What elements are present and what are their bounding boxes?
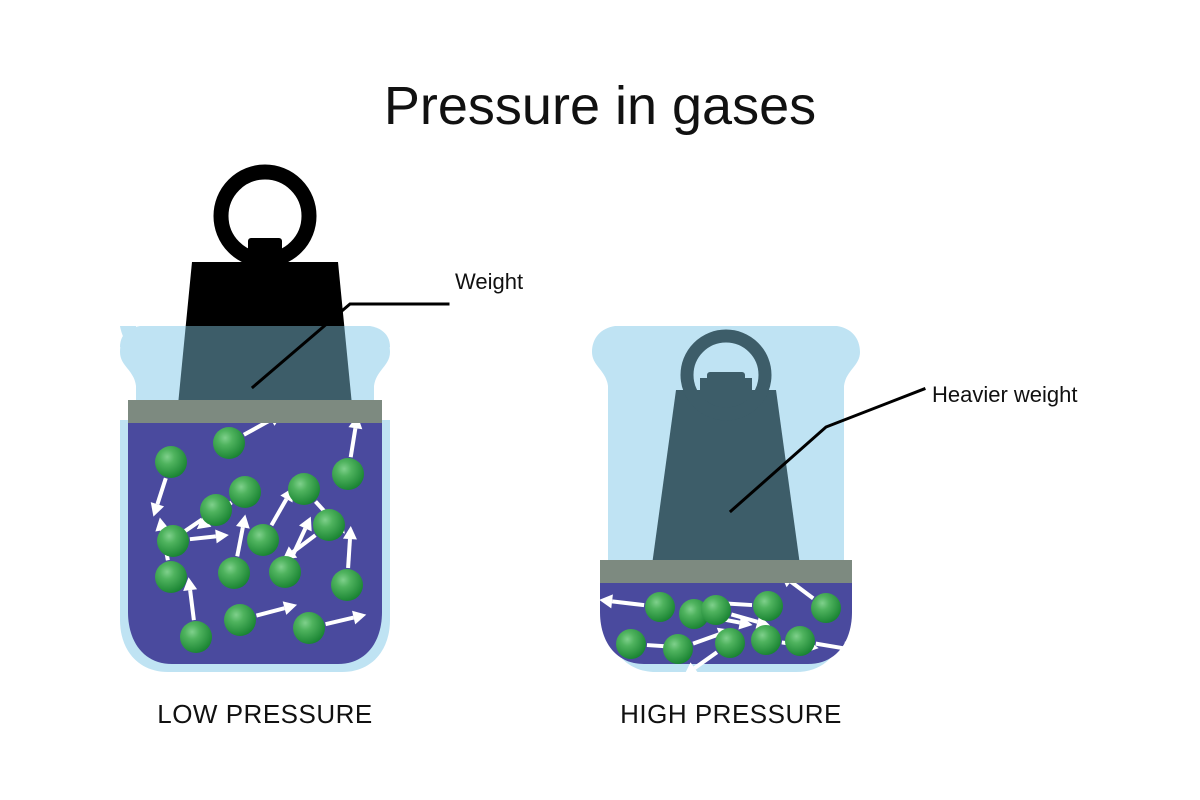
particle-motion-arrow-line: [325, 615, 355, 627]
gas-particle: [293, 612, 325, 644]
page-title: Pressure in gases: [384, 76, 816, 136]
particle-motion-arrow-head: [683, 662, 699, 676]
particle-motion-arrow-head: [215, 529, 229, 544]
particle-motion-arrow-head: [235, 514, 250, 529]
particle-motion-arrow-head: [196, 515, 212, 530]
gas-particle: [157, 525, 189, 557]
particle-motion-arrow-head: [842, 641, 857, 656]
caption-low-pressure: LOW PRESSURE: [157, 699, 373, 729]
particle-motion-arrow-line: [255, 606, 286, 618]
particle-motion-arrow-head: [282, 601, 298, 615]
particle-motion-arrow-line: [730, 612, 759, 624]
gas-particle: [332, 458, 364, 490]
gas-particle: [180, 621, 212, 653]
particle-motion-arrow-line: [189, 534, 217, 542]
gas-particles-right: [599, 573, 857, 676]
label-weight: Weight: [455, 269, 523, 294]
gas-particle: [200, 494, 232, 526]
gas-particle: [811, 593, 841, 623]
particle-motion-arrow-line: [291, 533, 317, 554]
piston-bar-left: [128, 400, 382, 423]
panel-high-pressure: HIGH PRESSURE: [592, 326, 860, 729]
particle-motion-arrow-line: [348, 427, 358, 458]
weight-left: [178, 164, 352, 405]
weight-ring-right: [680, 329, 772, 421]
weight-right: [652, 329, 800, 565]
gas-particle: [269, 556, 301, 588]
gas-particle: [753, 591, 783, 621]
particle-motion-arrow-line: [692, 632, 720, 646]
gas-particle: [155, 446, 187, 478]
gas-particle: [701, 595, 731, 625]
panel-low-pressure: LOW PRESSURE: [120, 164, 390, 729]
particle-motion-arrow-head: [299, 516, 312, 532]
gas-particle: [229, 476, 261, 508]
weight-neck-fill-right: [700, 378, 752, 400]
weight-ring-left: [213, 164, 317, 268]
label-heavier-weight: Heavier weight: [932, 382, 1078, 407]
gas-particle: [288, 473, 320, 505]
particle-motion-arrow-head: [183, 577, 198, 591]
particle-motion-arrow-line: [269, 497, 289, 527]
piston-bar-right: [600, 560, 852, 583]
particle-motion-arrow-line: [346, 538, 352, 569]
callout-weight: Weight: [250, 269, 523, 390]
gas-particle: [785, 626, 815, 656]
particle-motion-arrow-head: [599, 594, 613, 609]
gas-particle: [331, 569, 363, 601]
gas-particle: [616, 629, 646, 659]
gas-particle: [247, 524, 279, 556]
gas-particle: [645, 592, 675, 622]
gas-particle: [751, 625, 781, 655]
gas-particle: [224, 604, 256, 636]
particle-motion-arrow-line: [235, 526, 245, 557]
weight-body-right: [652, 390, 800, 565]
particle-motion-arrow-line: [693, 650, 719, 670]
particle-motion-arrow-line: [789, 579, 815, 601]
gas-particle: [218, 557, 250, 589]
particle-motion-arrow-line: [815, 641, 845, 651]
particle-motion-arrow-head: [342, 526, 357, 540]
leader-line-weight: [250, 302, 450, 390]
gas-particle: [155, 561, 187, 593]
particle-motion-arrow-line: [188, 589, 196, 621]
gas-particle: [715, 628, 745, 658]
leader-line-heavier-weight: [728, 387, 926, 514]
gas-particle: [313, 509, 345, 541]
gas-particle: [213, 427, 245, 459]
particle-motion-arrow-line: [155, 477, 168, 505]
particle-motion-arrow-head: [150, 502, 165, 517]
callout-heavier-weight: Heavier weight: [728, 382, 1078, 514]
particle-motion-arrow-head: [352, 610, 367, 625]
particle-motion-arrow-line: [611, 599, 645, 608]
gas-particle: [663, 634, 693, 664]
caption-high-pressure: HIGH PRESSURE: [620, 699, 842, 729]
